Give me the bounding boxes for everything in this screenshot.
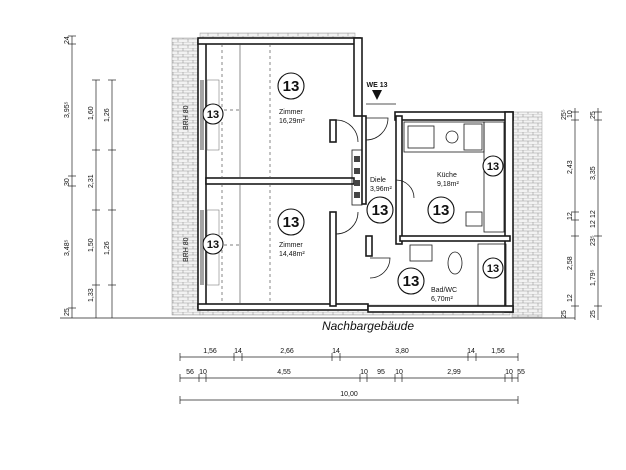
dim-row2-3: 10 [360,369,368,376]
zimmer1-unit: 13 [283,78,300,95]
dim-row2-ticks [179,374,519,382]
diele-area: 3,96m² [370,186,392,193]
kueche-area: 9,18m² [437,181,459,188]
right-dimensions [571,108,602,320]
room-badges: 13 13 13 13 13 13 13 13 13 [202,72,504,295]
neighbour-label: Nachbargebäude [322,319,414,333]
dim-row2-5: 10 [395,369,403,376]
dim-total: 10,00 [340,391,358,398]
dim-right-outer-4: 23⁵ [590,235,597,246]
dim-left-col3-0: 1,26 [104,108,111,122]
right-neighbour-wall [511,111,543,318]
dim-left-inner-0: 1,60 [88,106,95,120]
dim-row2-4: 95 [377,369,385,376]
dim-row3-ticks [179,396,519,404]
dim-left-inner-1: 2,31 [88,174,95,188]
extra-badge-2: 13 [207,239,219,251]
doors [335,117,415,279]
zimmer1-name: Zimmer [279,109,303,116]
bad-area: 6,70m² [431,296,453,303]
dim-right-outer-2: 3,35 [590,166,597,180]
dim-row1-0: 1,56 [203,348,217,355]
dim-right-inner-6: 25 [561,310,568,318]
dim-row2-8: 55 [517,369,525,376]
dim-left-inner-2: 1,50 [88,238,95,252]
dim-row1-2: 2,66 [280,348,294,355]
extra-badge-3: 13 [487,161,499,173]
bottom-dimensions [180,356,518,401]
entrance-label: WE 13 [366,82,387,89]
diele-shelf [351,149,363,206]
kueche-unit: 13 [433,202,450,219]
dim-row1-5: 14 [467,348,475,355]
dim-row2-1: 10 [199,369,207,376]
zimmer2-name: Zimmer [279,242,303,249]
bathroom-fixtures [409,211,507,307]
dim-row1-6: 1,56 [491,348,505,355]
left-windows [200,80,204,285]
entrance-marker [366,90,396,105]
left-neighbour-wall [171,37,201,316]
dim-row2-7: 10 [505,369,513,376]
dim-left-col3-1: 1,26 [104,241,111,255]
extra-badge-4: 13 [487,263,499,275]
dim-row1-4: 3,80 [395,348,409,355]
bad-name: Bad/WC [431,287,457,294]
bad-unit: 13 [403,273,420,290]
dim-row2-6: 2,99 [447,369,461,376]
left-dimensions [68,35,116,318]
window-label-top: BRH 80 [183,105,190,130]
beam-lines [206,44,271,304]
dim-right-inner-3: 12 [567,212,574,220]
dim-right-inner-0: 10 [567,110,574,118]
dim-left-inner-3: 1,33 [88,288,95,302]
dim-right-outer-1: 12 [590,210,597,218]
dim-row2-0: 56 [186,369,194,376]
zimmer1-area: 16,29m² [279,118,305,125]
diele-unit: 13 [372,202,389,219]
zimmer2-area: 14,48m² [279,251,305,258]
dim-right-inner-5: 12 [567,294,574,302]
dim-left-outer-4: 25 [64,308,71,316]
zimmer2-unit: 13 [283,214,300,231]
dim-right-outer-5: 1,79⁵ [590,269,597,286]
dim-left-outer-2: 30 [64,178,71,186]
kitchen-counter [403,121,505,233]
outer-walls [197,37,514,313]
dim-row2-2: 4,55 [277,369,291,376]
dim-row1-1: 14 [234,348,242,355]
dim-left-outer-3: 3,48⁵ [64,239,71,256]
dim-right-outer-0: 25 [590,111,597,119]
kueche-name: Küche [437,172,457,179]
dim-right-inner-2: 2,43 [567,160,574,174]
dim-right-outer-3: 12 [590,220,597,228]
dim-right-inner-1: 25⁵ [561,109,568,120]
window-label-bottom: BRH 80 [183,237,190,262]
dim-left-outer-0: 24 [64,36,71,44]
dim-right-outer-6: 25 [590,310,597,318]
dim-left-outer-1: 3,95⁵ [64,101,71,118]
dim-row1-3: 14 [332,348,340,355]
extra-badge-1: 13 [207,109,219,121]
room-labels: Zimmer 16,29m² Zimmer 14,48m² Diele 3,96… [183,82,459,303]
dim-row1-ticks [179,353,519,361]
dim-right-inner-4: 2,58 [567,256,574,270]
diele-name: Diele [370,177,386,184]
